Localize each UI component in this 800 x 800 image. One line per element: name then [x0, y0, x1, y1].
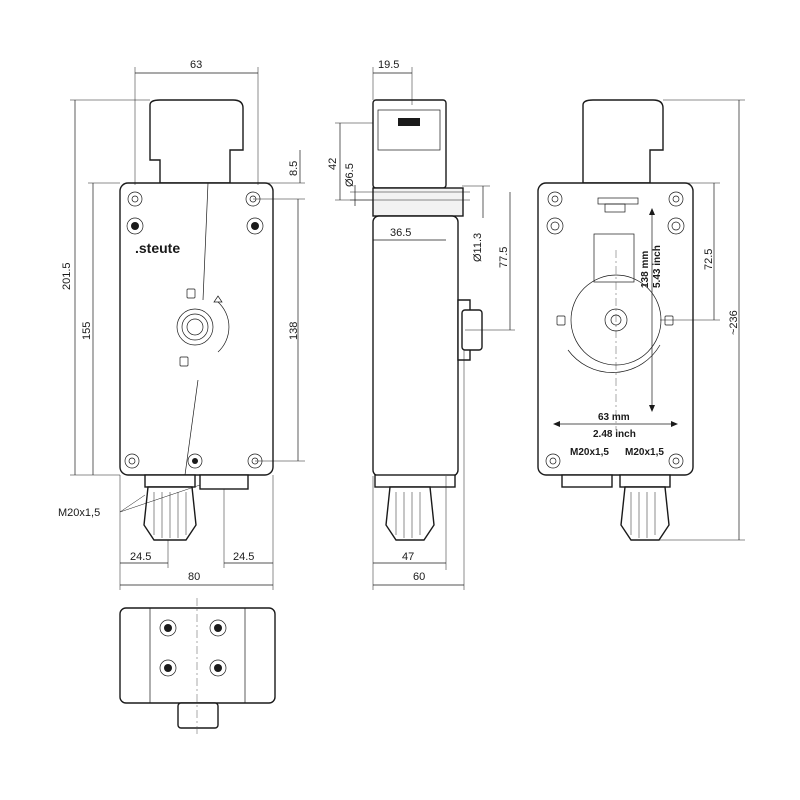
front-screws — [124, 191, 264, 469]
dim-72-5: 72.5 — [703, 249, 715, 270]
dim-138-mm: 138 mm — [640, 251, 651, 288]
dim-24-5-left: 24.5 — [130, 551, 151, 563]
dim-60: 60 — [413, 571, 425, 583]
dim-8-5: 8.5 — [288, 161, 300, 176]
dim-236: ~236 — [728, 310, 740, 335]
dim-2-48-inch: 2.48 inch — [593, 429, 636, 440]
side-actuator-slot — [372, 187, 464, 217]
side-actuator — [372, 99, 447, 189]
dim-42: 42 — [327, 158, 339, 170]
dim-80: 80 — [188, 571, 200, 583]
bottom-view — [119, 598, 276, 735]
rear-screws — [545, 191, 685, 469]
key-switch — [176, 288, 230, 367]
dim-11-3: Ø11.3 — [472, 233, 484, 262]
front-dimensions: 63 201.5 155 138 8.5 24.5 24.5 80 — [58, 59, 305, 590]
side-dimensions: 19.5 42 Ø6.5 36.5 Ø11.3 77.5 47 60 — [327, 59, 515, 590]
rear-actuator-head — [582, 99, 664, 184]
rear-view: 138 mm 5.43 inch 63 mm 2.48 inch M20x1,5… — [537, 99, 745, 541]
side-housing — [372, 215, 459, 477]
front-actuator-head — [149, 99, 244, 184]
dim-63-mm: 63 mm — [598, 412, 630, 423]
dim-36-5: 36.5 — [390, 227, 411, 239]
dim-155: 155 — [81, 322, 93, 340]
bottom-screws — [159, 619, 227, 677]
thread-label-front: M20x1,5 — [58, 507, 100, 519]
dim-77-5: 77.5 — [498, 247, 510, 268]
front-cable-glands — [143, 474, 249, 541]
dim-19-5: 19.5 — [378, 59, 399, 71]
bottom-shaft — [177, 702, 219, 729]
dim-138: 138 — [288, 322, 300, 340]
bottom-housing — [119, 607, 276, 704]
thread-label-rear-left: M20x1,5 — [570, 447, 609, 458]
dim-63: 63 — [190, 59, 202, 71]
steute-logo: .steute — [135, 240, 180, 256]
dim-24-5-right: 24.5 — [233, 551, 254, 563]
side-gland — [385, 486, 435, 541]
rear-dimensions: 138 mm 5.43 inch 63 mm 2.48 inch M20x1,5… — [553, 99, 745, 541]
front-housing — [119, 182, 274, 476]
dim-6-5: Ø6.5 — [344, 163, 356, 187]
rear-housing — [537, 182, 694, 476]
side-view: 19.5 42 Ø6.5 36.5 Ø11.3 77.5 47 60 — [327, 59, 515, 590]
cover-seam — [184, 182, 209, 476]
dim-5-43-inch: 5.43 inch — [652, 245, 663, 288]
rear-cable-glands — [561, 474, 671, 541]
front-view: .steute 63 201.5 — [58, 59, 305, 590]
thread-label-rear-right: M20x1,5 — [625, 447, 664, 458]
dim-47: 47 — [402, 551, 414, 563]
dim-201-5: 201.5 — [61, 262, 73, 290]
